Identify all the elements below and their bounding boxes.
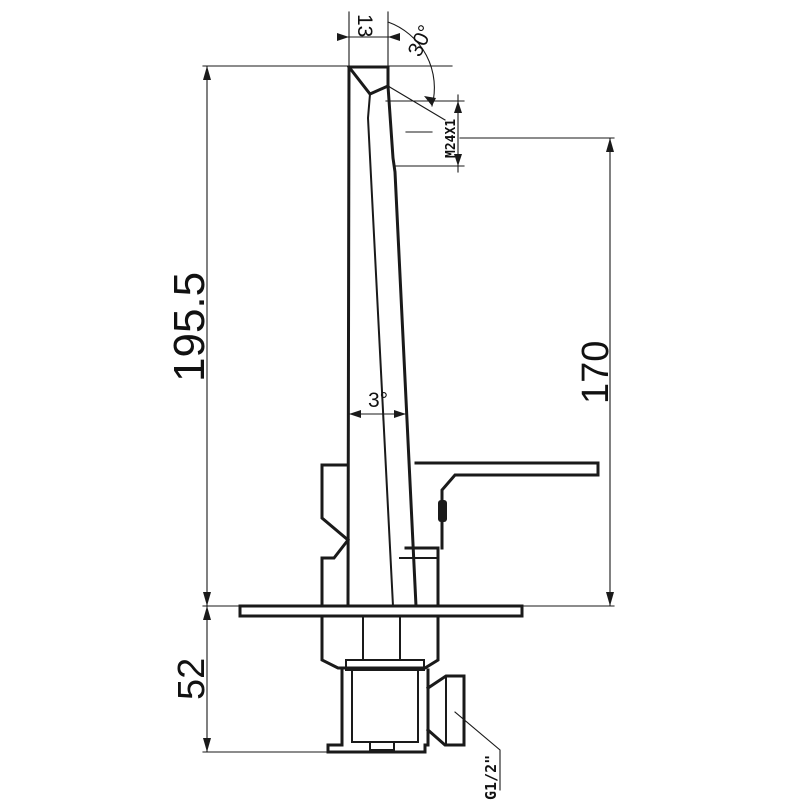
faucet-body [238, 64, 600, 754]
handle-indicator [438, 500, 447, 522]
spout-tip [346, 64, 390, 96]
escutcheon-plate [238, 604, 524, 618]
label-tilt-angle: 3° [368, 389, 388, 412]
label-tip-angle: 30° [404, 22, 438, 61]
label-thread-bottom: G1/2" [482, 755, 500, 800]
dimension-labels: 195.5 170 52 13 30° 3° M24X1 G1/2" [165, 14, 617, 800]
label-overall-height: 195.5 [165, 272, 214, 382]
spout-outline [346, 65, 418, 608]
leader-inlet-thread [454, 711, 501, 791]
lever-handle [414, 461, 600, 550]
bracket-slot [369, 741, 395, 751]
lower-body [320, 614, 440, 670]
arrowheads [203, 33, 614, 752]
label-spout-width: 13 [353, 14, 376, 37]
label-base-height: 52 [171, 658, 213, 700]
mounting-bracket [326, 668, 430, 754]
lock-nut [345, 659, 425, 671]
label-spout-height: 170 [575, 341, 617, 404]
label-thread-top: M24X1 [444, 119, 459, 158]
bracket-inner [351, 671, 419, 743]
valve-housing-right [404, 546, 440, 608]
valve-housing-left [320, 463, 351, 608]
dimension-lines [202, 11, 615, 791]
spout-inner-line [366, 92, 395, 608]
dim-arc-30 [387, 21, 435, 107]
inlet-connector [425, 674, 466, 747]
ext-line-30 [387, 85, 446, 121]
